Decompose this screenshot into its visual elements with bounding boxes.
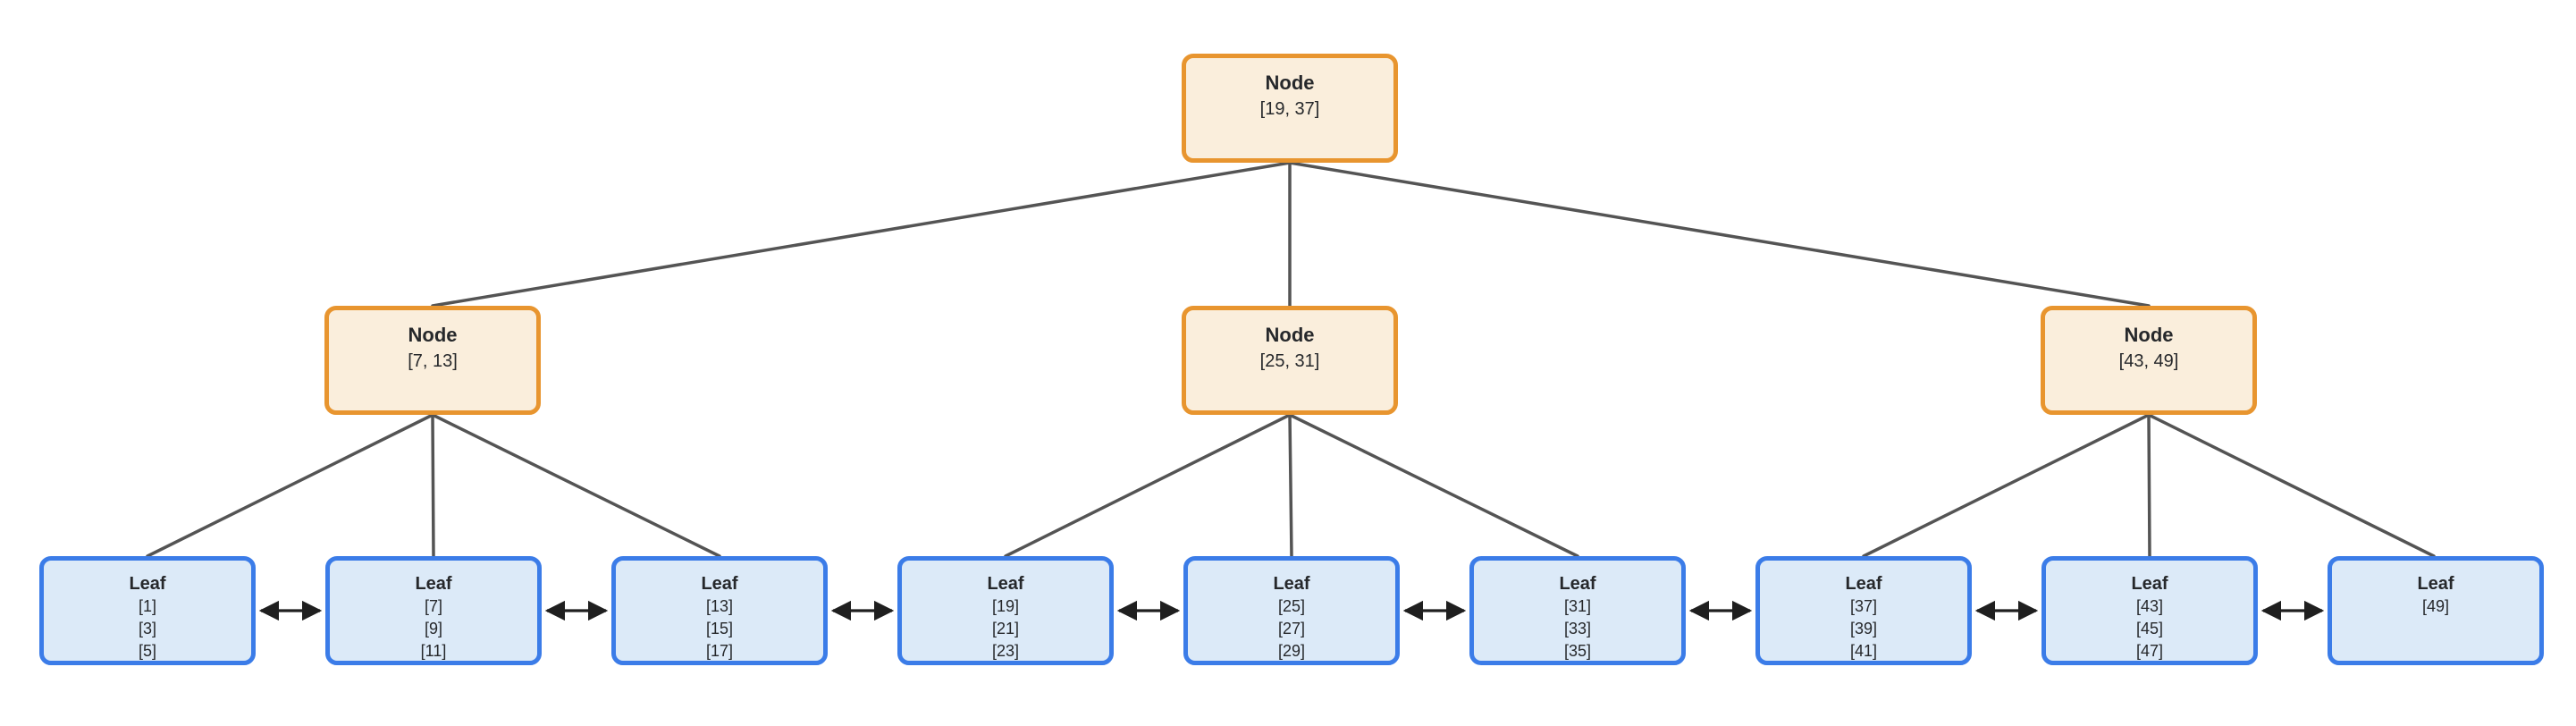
edge-internal0-leaf2 (431, 413, 721, 558)
edge-internal1-leaf5 (1288, 413, 1579, 558)
leaf-node: Leaf [49] (2328, 556, 2544, 665)
internal-node: Node [7, 13] (324, 306, 541, 415)
leaf-key: [31] (1563, 597, 1592, 615)
root-node: Node [19, 37] (1182, 54, 1398, 163)
leaf-node: Leaf [43] [45] [47] (2041, 556, 2258, 665)
node-keys: [19, 37] (1259, 99, 1320, 119)
node-title: Node (1265, 72, 1315, 94)
edge-internal2-leaf6 (1862, 413, 2151, 558)
edge-internal1-leaf4 (1288, 413, 1293, 558)
internal-node: Node [25, 31] (1182, 306, 1398, 415)
edge-internal2-leaf7 (2147, 413, 2151, 558)
leaf-key: [15] (705, 620, 734, 637)
leaf-key: [41] (1849, 642, 1878, 660)
leaf-key: [27] (1277, 620, 1306, 637)
edge-root-internal2 (1288, 161, 2151, 308)
edge-internal1-leaf3 (1004, 413, 1292, 558)
leaf-key: [5] (138, 642, 156, 660)
leaf-title: Leaf (1845, 574, 1882, 594)
leaf-key: [39] (1849, 620, 1878, 637)
leaf-title: Leaf (987, 574, 1024, 594)
leaf-key: [21] (991, 620, 1020, 637)
leaf-node: Leaf [37] [39] [41] (1755, 556, 1972, 665)
node-title: Node (1265, 324, 1315, 346)
leaf-key: [25] (1277, 597, 1306, 615)
node-keys: [7, 13] (408, 351, 458, 371)
edge-internal0-leaf0 (146, 413, 434, 558)
edge-root-internal0 (431, 161, 1292, 308)
leaf-key: [13] (705, 597, 734, 615)
leaf-key: [9] (424, 620, 442, 637)
internal-node: Node [43, 49] (2041, 306, 2257, 415)
leaf-title: Leaf (415, 574, 452, 594)
leaf-key: [37] (1849, 597, 1878, 615)
leaf-title: Leaf (129, 574, 166, 594)
leaf-node: Leaf [19] [21] [23] (897, 556, 1114, 665)
leaf-key: [49] (2421, 597, 2450, 615)
leaf-key: [33] (1563, 620, 1592, 637)
leaf-key: [35] (1563, 642, 1592, 660)
leaf-node: Leaf [7] [9] [11] (325, 556, 542, 665)
node-title: Node (2124, 324, 2174, 346)
leaf-key: [7] (424, 597, 442, 615)
leaf-key: [11] (420, 642, 447, 660)
leaf-key: [23] (991, 642, 1020, 660)
edge-internal2-leaf8 (2147, 413, 2436, 558)
edge-internal0-leaf1 (431, 413, 435, 558)
leaf-title: Leaf (2131, 574, 2168, 594)
leaf-key: [43] (2135, 597, 2164, 615)
leaf-node: Leaf [25] [27] [29] (1183, 556, 1400, 665)
leaf-node: Leaf [31] [33] [35] (1469, 556, 1686, 665)
node-keys: [25, 31] (1259, 351, 1320, 371)
leaf-key: [3] (138, 620, 156, 637)
leaf-title: Leaf (1559, 574, 1596, 594)
leaf-key: [47] (2135, 642, 2164, 660)
leaf-key: [45] (2135, 620, 2164, 637)
leaf-node: Leaf [13] [15] [17] (611, 556, 828, 665)
node-title: Node (408, 324, 458, 346)
leaf-node: Leaf [1] [3] [5] (39, 556, 256, 665)
leaf-title: Leaf (2417, 574, 2454, 594)
leaf-key: [29] (1277, 642, 1306, 660)
leaf-key: [19] (991, 597, 1020, 615)
leaf-title: Leaf (701, 574, 738, 594)
leaf-key: [17] (705, 642, 734, 660)
leaf-key: [1] (138, 597, 156, 615)
node-keys: [43, 49] (2118, 351, 2179, 371)
leaf-title: Leaf (1273, 574, 1310, 594)
